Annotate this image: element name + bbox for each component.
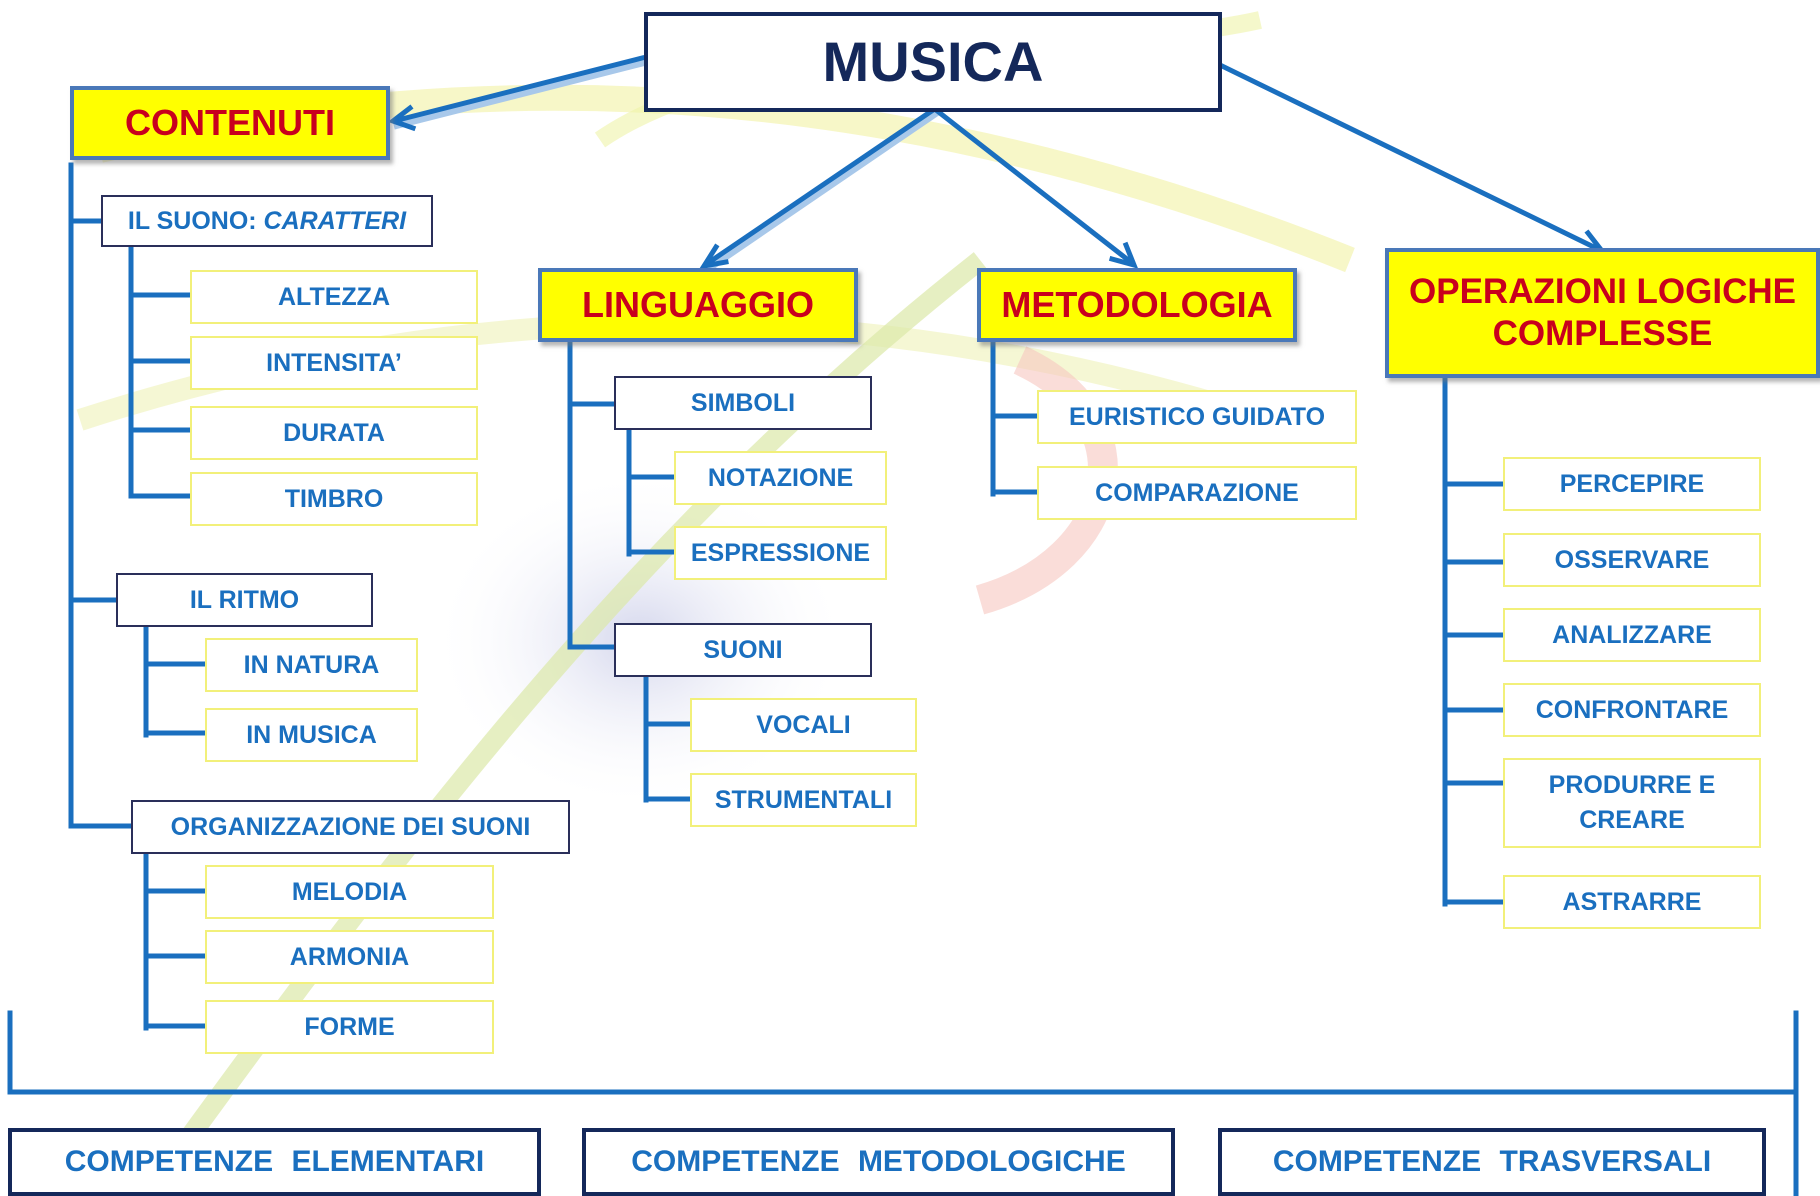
- leaf-label: ASTRARRE: [1562, 888, 1702, 916]
- group-suoni: SUONI: [614, 623, 872, 677]
- leaf-label: ANALIZZARE: [1552, 621, 1712, 649]
- leaf-label: IN MUSICA: [246, 721, 377, 749]
- leaf-label: FORME: [304, 1013, 395, 1041]
- leaf-label: OSSERVARE: [1554, 546, 1710, 574]
- leaf-label: PRODURRE E CREARE: [1548, 771, 1716, 834]
- category-contenuti: CONTENUTI: [70, 86, 390, 160]
- competenze-metodologiche: COMPETENZE METODOLOGICHE: [582, 1128, 1175, 1196]
- leaf-confrontare: CONFRONTARE: [1503, 683, 1761, 737]
- leaf-label: COMPARAZIONE: [1095, 479, 1299, 507]
- category-linguaggio: LINGUAGGIO: [538, 268, 858, 342]
- leaf-in-natura: IN NATURA: [205, 638, 418, 692]
- leaf-label: TIMBRO: [284, 485, 384, 513]
- category-label: CONTENUTI: [125, 102, 335, 144]
- competenze-trasversali: COMPETENZE TRASVERSALI: [1218, 1128, 1766, 1196]
- leaf-label: EURISTICO GUIDATO: [1068, 403, 1326, 431]
- leaf-label: ALTEZZA: [277, 283, 390, 311]
- leaf-vocali: VOCALI: [690, 698, 917, 752]
- group-ritmo: IL RITMO: [116, 573, 373, 627]
- leaf-comparazione: COMPARAZIONE: [1037, 466, 1357, 520]
- leaf-espressione: ESPRESSIONE: [674, 526, 887, 580]
- group-suoni-label: SUONI: [703, 636, 783, 664]
- leaf-armonia: ARMONIA: [205, 930, 494, 984]
- competenze-elementari: COMPETENZE ELEMENTARI: [8, 1128, 541, 1196]
- leaf-melodia: MELODIA: [205, 865, 494, 919]
- leaf-label: IN NATURA: [243, 651, 380, 679]
- title-text: MUSICA: [822, 30, 1044, 94]
- leaf-in-musica: IN MUSICA: [205, 708, 418, 762]
- category-metodologia: METODOLOGIA: [977, 268, 1297, 342]
- leaf-produrre-e-creare: PRODURRE E CREARE: [1503, 758, 1761, 848]
- leaf-forme: FORME: [205, 1000, 494, 1054]
- leaf-label: CONFRONTARE: [1535, 696, 1729, 724]
- category-operazioni: OPERAZIONI LOGICHE COMPLESSE: [1385, 248, 1820, 378]
- group-simboli-label: SIMBOLI: [690, 389, 796, 417]
- leaf-notazione: NOTAZIONE: [674, 451, 887, 505]
- group-ritmo-label: IL RITMO: [189, 586, 300, 614]
- leaf-percepire: PERCEPIRE: [1503, 457, 1761, 511]
- leaf-altezza: ALTEZZA: [190, 270, 478, 324]
- group-suono-label: IL SUONO: CARATTERI: [127, 207, 407, 235]
- leaf-intensita: INTENSITA’: [190, 336, 478, 390]
- category-label: METODOLOGIA: [1001, 284, 1273, 326]
- leaf-label: MELODIA: [291, 878, 408, 906]
- leaf-astrarre: ASTRARRE: [1503, 875, 1761, 929]
- leaf-label: ESPRESSIONE: [690, 539, 871, 567]
- leaf-label: PERCEPIRE: [1559, 470, 1705, 498]
- leaf-timbro: TIMBRO: [190, 472, 478, 526]
- group-organizzazione: ORGANIZZAZIONE DEI SUONI: [131, 800, 570, 854]
- leaf-euristico-guidato: EURISTICO GUIDATO: [1037, 390, 1357, 444]
- title-box: MUSICA: [644, 12, 1222, 112]
- leaf-label: INTENSITA’: [266, 349, 402, 377]
- leaf-label: NOTAZIONE: [707, 464, 854, 492]
- group-suono: IL SUONO: CARATTERI: [101, 195, 433, 247]
- competenze-label: COMPETENZE TRASVERSALI: [1272, 1145, 1712, 1178]
- leaf-label: VOCALI: [756, 711, 851, 739]
- leaf-label: DURATA: [283, 419, 385, 447]
- leaf-durata: DURATA: [190, 406, 478, 460]
- leaf-strumentali: STRUMENTALI: [690, 773, 917, 827]
- leaf-analizzare: ANALIZZARE: [1503, 608, 1761, 662]
- group-organizzazione-label: ORGANIZZAZIONE DEI SUONI: [170, 813, 531, 841]
- competenze-label: COMPETENZE METODOLOGICHE: [631, 1145, 1126, 1178]
- leaf-osservare: OSSERVARE: [1503, 533, 1761, 587]
- competenze-label: COMPETENZE ELEMENTARI: [64, 1145, 485, 1178]
- leaf-label: ARMONIA: [289, 943, 410, 971]
- category-label: OPERAZIONI LOGICHE COMPLESSE: [1409, 272, 1796, 353]
- category-label: LINGUAGGIO: [582, 284, 814, 326]
- leaf-label: STRUMENTALI: [714, 786, 893, 814]
- group-simboli: SIMBOLI: [614, 376, 872, 430]
